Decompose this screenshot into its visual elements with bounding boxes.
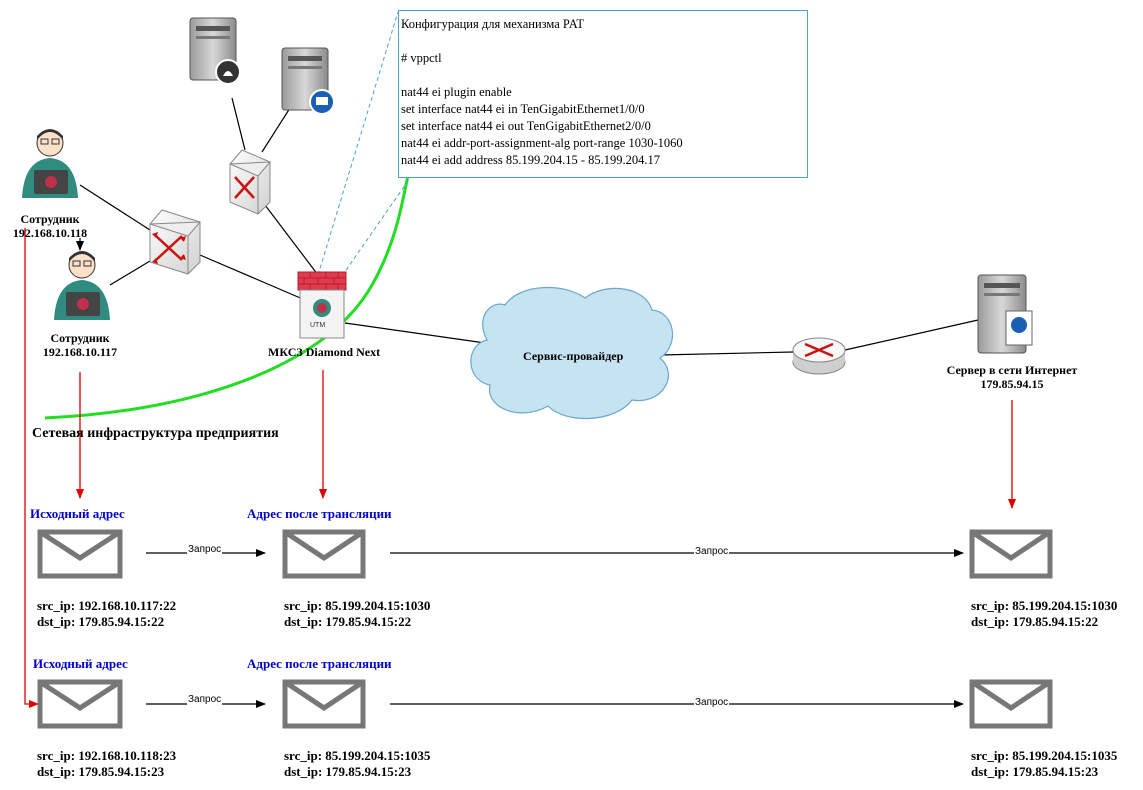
src-ip-text: src_ip: 85.199.204.15:1030 bbox=[971, 598, 1118, 613]
src-ip-text: src_ip: 85.199.204.15:1035 bbox=[284, 748, 431, 763]
config-line: set interface nat44 ei in TenGigabitEthe… bbox=[401, 102, 645, 116]
dst-ip-text: dst_ip: 179.85.94.15:23 bbox=[971, 764, 1099, 779]
row1-dst-packet: src_ip: 85.199.204.15:1030 dst_ip: 179.8… bbox=[971, 598, 1117, 630]
dst-ip-text: dst_ip: 179.85.94.15:22 bbox=[284, 614, 412, 629]
connections bbox=[79, 97, 979, 356]
src-ip-text: src_ip: 85.199.204.15:1035 bbox=[971, 748, 1118, 763]
switch-icon bbox=[149, 209, 202, 275]
employee-2-ip: 192.168.10.117 bbox=[42, 345, 118, 359]
server-icon bbox=[281, 47, 335, 115]
envelope-icon bbox=[282, 529, 366, 579]
cloud-shape bbox=[470, 287, 674, 420]
firewall-icon bbox=[297, 271, 347, 339]
row2-nat-heading: Адрес после трансляции bbox=[247, 656, 392, 671]
employee-icon bbox=[22, 129, 78, 198]
server-name: Сервер в сети Интернет bbox=[946, 363, 1078, 377]
src-ip-text: src_ip: 85.199.204.15:1030 bbox=[284, 598, 431, 613]
config-line: set interface nat44 ei out TenGigabitEth… bbox=[401, 119, 651, 133]
config-line bbox=[401, 67, 807, 84]
enterprise-infra-label: Сетевая инфраструктура предприятия bbox=[32, 426, 279, 441]
employee-2-label: Сотрудник 192.168.10.117 bbox=[40, 331, 120, 359]
request-arrows bbox=[146, 549, 964, 708]
row1-nat-heading: Адрес после трансляции bbox=[247, 506, 392, 521]
firewall-label: МКСЗ Diamond Next bbox=[268, 345, 381, 359]
dst-ip-text: dst_ip: 179.85.94.15:22 bbox=[971, 614, 1099, 629]
row2-request-label-1: Запрос bbox=[187, 694, 223, 705]
utm-badge: UTM bbox=[310, 322, 326, 329]
server-icon bbox=[189, 17, 241, 85]
envelope-icon bbox=[37, 529, 123, 579]
employee-icon bbox=[54, 251, 110, 320]
envelope-icon bbox=[969, 529, 1053, 579]
envelope-icon bbox=[37, 679, 123, 729]
config-line: nat44 ei addr-port-assignment-alg port-r… bbox=[401, 136, 683, 150]
server-label: Сервер в сети Интернет 179.85.94.15 bbox=[942, 363, 1082, 391]
config-line: nat44 ei plugin enable bbox=[401, 85, 512, 99]
employee-2-role: Сотрудник bbox=[50, 331, 110, 345]
row1-src-heading: Исходный адрес bbox=[30, 506, 125, 521]
row2-nat-packet: src_ip: 85.199.204.15:1035 dst_ip: 179.8… bbox=[284, 748, 430, 780]
dst-ip-text: dst_ip: 179.85.94.15:22 bbox=[37, 614, 165, 629]
row2-dst-packet: src_ip: 85.199.204.15:1035 dst_ip: 179.8… bbox=[971, 748, 1117, 780]
employee-1-label: Сотрудник 192.168.10.118 bbox=[10, 212, 90, 240]
src-ip-text: src_ip: 192.168.10.117:22 bbox=[37, 598, 177, 613]
dst-ip-text: dst_ip: 179.85.94.15:23 bbox=[284, 764, 412, 779]
server-ip: 179.85.94.15 bbox=[980, 377, 1044, 391]
cloud-label: Сервис-провайдер bbox=[523, 349, 624, 363]
config-line: nat44 ei add address 85.199.204.15 - 85.… bbox=[401, 153, 660, 167]
server-icon bbox=[977, 274, 1033, 354]
switch-icon bbox=[229, 149, 272, 215]
row1-nat-packet: src_ip: 85.199.204.15:1030 dst_ip: 179.8… bbox=[284, 598, 430, 630]
row2-request-label-2: Запрос bbox=[694, 697, 730, 708]
employee-1-ip: 192.168.10.118 bbox=[12, 226, 88, 240]
envelope-icon bbox=[282, 679, 366, 729]
router-icon bbox=[792, 337, 846, 375]
src-ip-text: src_ip: 192.168.10.118:23 bbox=[37, 748, 177, 763]
config-box: Конфигурация для механизма PAT # vppctl … bbox=[398, 10, 808, 178]
envelope-icon bbox=[969, 679, 1053, 729]
dst-ip-text: dst_ip: 179.85.94.15:23 bbox=[37, 764, 165, 779]
row1-request-label-2: Запрос bbox=[694, 546, 730, 557]
config-title: Конфигурация для механизма PAT bbox=[401, 17, 584, 31]
red-arrows bbox=[24, 228, 1016, 708]
config-line: # vppctl bbox=[401, 51, 442, 65]
row2-src-packet: src_ip: 192.168.10.118:23 dst_ip: 179.85… bbox=[37, 748, 176, 780]
row1-request-label-1: Запрос bbox=[187, 544, 223, 555]
row2-src-heading: Исходный адрес bbox=[33, 656, 128, 671]
employee-1-role: Сотрудник bbox=[20, 212, 80, 226]
config-callout-lines bbox=[317, 11, 411, 277]
row1-src-packet: src_ip: 192.168.10.117:22 dst_ip: 179.85… bbox=[37, 598, 176, 630]
